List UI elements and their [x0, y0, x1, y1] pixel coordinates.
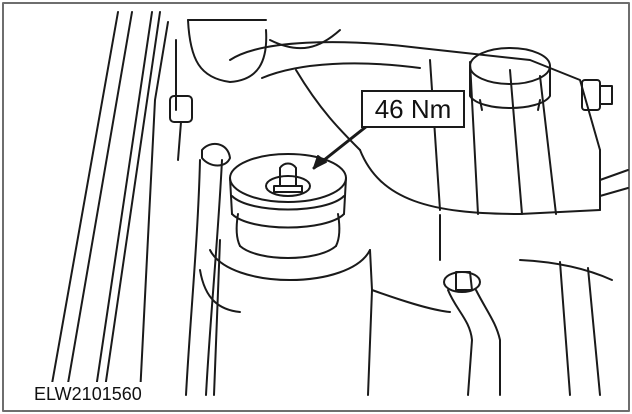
lower-housing [213, 214, 613, 396]
filler-cap [469, 47, 551, 111]
hose-clip-left [169, 95, 193, 161]
reservoir-cap-left [175, 19, 341, 111]
body-rails [49, 11, 169, 396]
hose-right [443, 271, 501, 396]
torque-callout-arrow [312, 120, 374, 170]
torque-callout-label: 46 Nm [361, 90, 465, 128]
figure-code-label: ELW2101560 [30, 382, 146, 406]
hose-fitting-right [581, 79, 613, 111]
hose-left [185, 142, 231, 396]
engine-mount [199, 153, 373, 313]
engine-cover [229, 41, 629, 215]
